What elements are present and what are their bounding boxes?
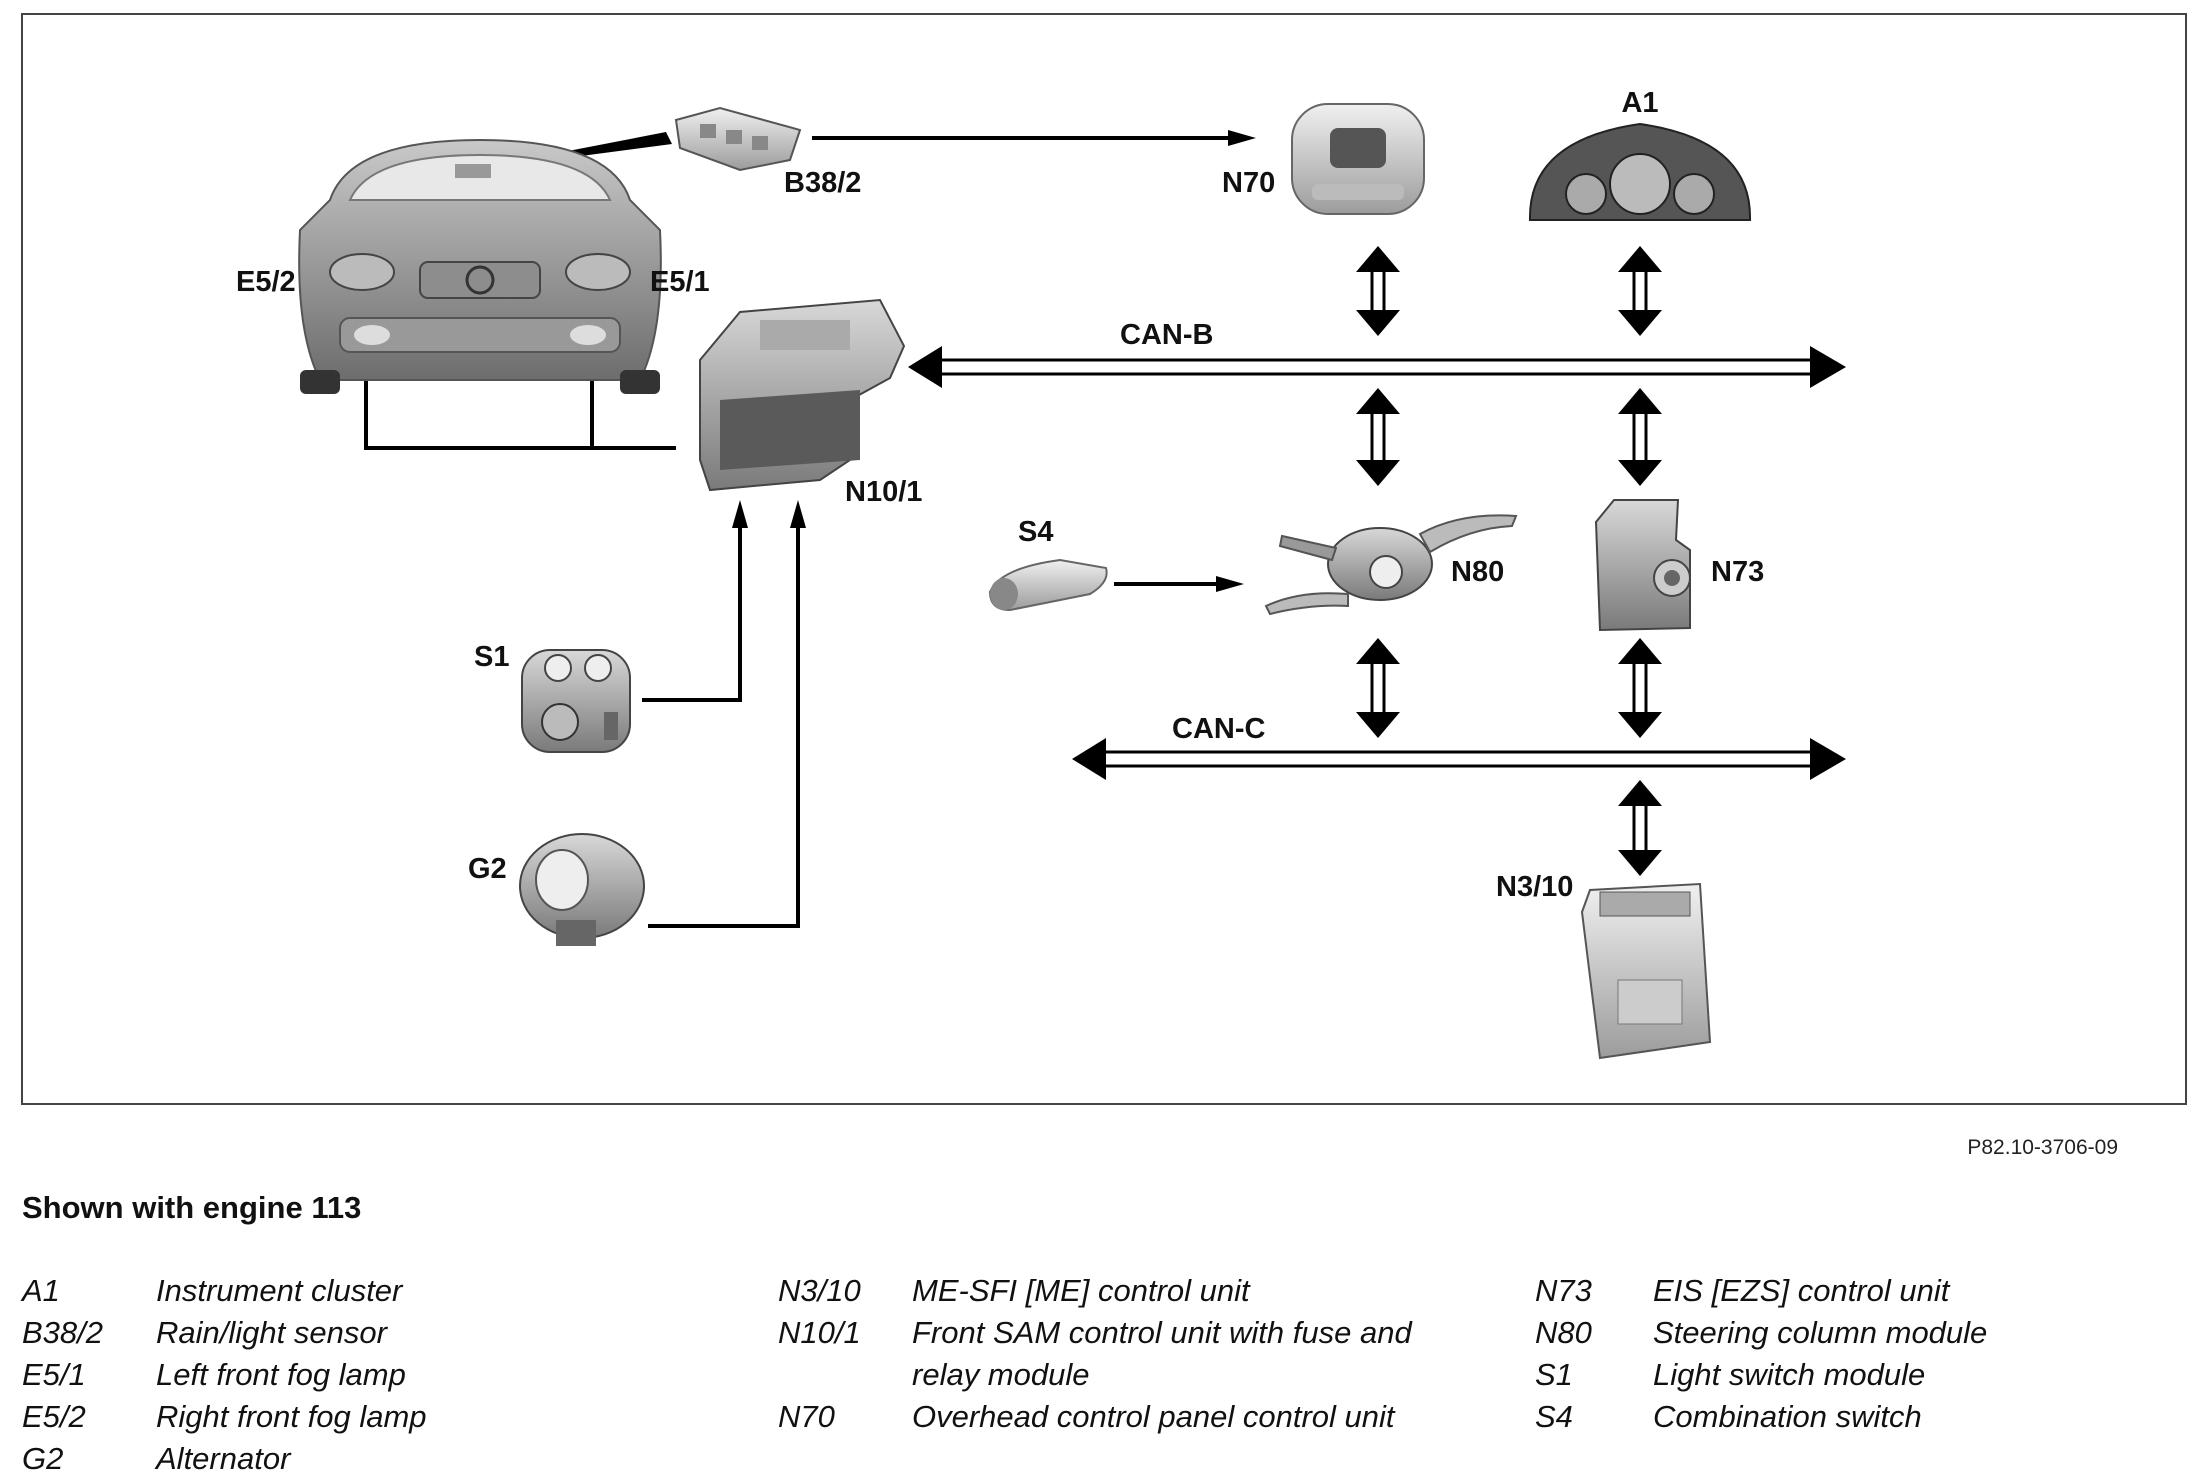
label-s4: S4: [1018, 516, 1053, 548]
legend-item: B38/2 Rain/light sensor: [22, 1312, 716, 1354]
eis-control-unit-image: [1594, 499, 1691, 632]
double-arrow: [1356, 388, 1400, 486]
double-arrow: [1356, 638, 1400, 738]
overhead-panel-image: [1291, 103, 1425, 215]
legend-description: ME-SFI [ME] control unit: [912, 1273, 1250, 1308]
figure-reference: P82.10-3706-09: [1967, 1136, 2118, 1159]
legend-code: N73: [1535, 1273, 1592, 1308]
legend-code: N80: [1535, 1315, 1592, 1350]
signal-wires: [364, 136, 1232, 928]
label-n70: N70: [1222, 167, 1275, 199]
legend-code: E5/2: [22, 1399, 86, 1434]
legend-item: S1 Light switch module: [1535, 1354, 2208, 1396]
label-n73: N73: [1711, 556, 1764, 588]
legend-item: N70 Overhead control panel control unit: [778, 1396, 1422, 1438]
network-diagram: A1 B38/2 N70 E5/2 E5/1 CAN-B N10/1 S4 N8…: [21, 13, 2187, 1105]
label-e5-2: E5/2: [236, 266, 296, 298]
light-switch-module-image: [521, 649, 631, 753]
legend-description: Alternator: [156, 1441, 291, 1476]
rain-light-sensor-image: [674, 106, 802, 172]
diagram-frame: [21, 13, 2187, 1105]
legend-code: N10/1: [778, 1315, 861, 1350]
label-n3-10: N3/10: [1496, 871, 1573, 903]
legend-description: Left front fog lamp: [156, 1357, 406, 1392]
legend-item: N80 Steering column module: [1535, 1312, 2208, 1354]
label-g2: G2: [468, 853, 507, 885]
legend-item: N73 EIS [EZS] control unit: [1535, 1270, 2208, 1312]
label-a1: A1: [1621, 87, 1658, 119]
legend-item: G2 Alternator: [22, 1438, 716, 1480]
legend-description: EIS [EZS] control unit: [1653, 1273, 1950, 1308]
legend-description: Instrument cluster: [156, 1273, 403, 1308]
label-can-c: CAN-C: [1172, 713, 1265, 745]
label-s1: S1: [474, 641, 509, 673]
legend-item: E5/1 Left front fog lamp: [22, 1354, 716, 1396]
legend-item: E5/2 Right front fog lamp: [22, 1396, 716, 1438]
double-arrow: [1618, 388, 1662, 486]
legend-item: N10/1 Front SAM control unit with fuse an…: [778, 1312, 1422, 1396]
label-n10-1: N10/1: [845, 476, 922, 508]
legend-code: B38/2: [22, 1315, 104, 1350]
legend-code: N3/10: [778, 1273, 861, 1308]
steering-column-module-image: [1264, 514, 1518, 616]
label-b38-2: B38/2: [784, 167, 861, 199]
double-arrow: [1618, 638, 1662, 738]
legend-item: A1 Instrument cluster: [22, 1270, 716, 1312]
legend-description: Combination switch: [1653, 1399, 1922, 1434]
label-n80: N80: [1451, 556, 1504, 588]
legend-description: Steering column module: [1653, 1315, 1988, 1350]
legend-description: Rain/light sensor: [156, 1315, 387, 1350]
caption-shown-with: Shown with engine 113: [22, 1190, 362, 1225]
label-can-b: CAN-B: [1120, 319, 1213, 351]
double-arrow: [1356, 246, 1400, 336]
legend-description: Overhead control panel control unit: [912, 1399, 1395, 1434]
legend-description: Right front fog lamp: [156, 1399, 427, 1434]
double-arrow: [1618, 780, 1662, 876]
can-c-bus: [1072, 738, 1846, 780]
sam-control-unit-image: [699, 298, 906, 492]
legend-code: E5/1: [22, 1357, 86, 1392]
legend-code: S4: [1535, 1399, 1573, 1434]
alternator-image: [519, 833, 645, 946]
bus-connection-arrows: [1356, 246, 1662, 876]
legend-code: N70: [778, 1399, 835, 1434]
legend-code: A1: [22, 1273, 60, 1308]
combination-switch-image: [988, 558, 1108, 612]
legend-item: N3/10 ME-SFI [ME] control unit: [778, 1270, 1422, 1312]
instrument-cluster-image: [1528, 122, 1752, 221]
legend-item: S4 Combination switch: [1535, 1396, 2208, 1438]
can-b-bus: [908, 346, 1846, 388]
double-arrow: [1618, 246, 1662, 336]
car-image: [298, 138, 662, 394]
label-e5-1: E5/1: [650, 266, 710, 298]
legend-code: G2: [22, 1441, 64, 1476]
me-control-unit-image: [1580, 882, 1712, 1060]
legend-code: S1: [1535, 1357, 1573, 1392]
legend-description: Light switch module: [1653, 1357, 1926, 1392]
legend-description: Front SAM control unit with fuse and rel…: [912, 1315, 1412, 1392]
